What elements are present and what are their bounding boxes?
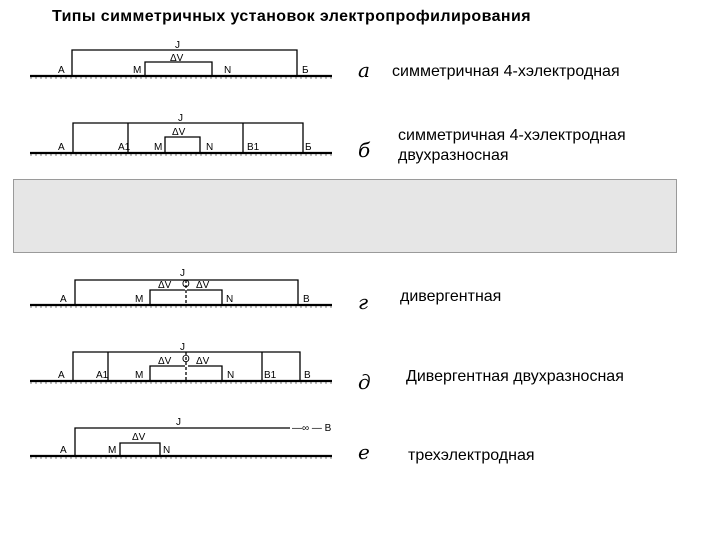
diagram-g xyxy=(30,279,332,308)
gray-placeholder-panel xyxy=(13,179,677,253)
page-title: Типы симметричных установок электропрофи… xyxy=(52,8,531,25)
row-label-e: трехэлектродная xyxy=(408,447,535,464)
current-label-d: J xyxy=(180,342,185,353)
diagram-a-labels: J ΔV A M N Б xyxy=(58,40,309,76)
current-circuit-a xyxy=(71,49,298,76)
potential-circuit-right-g xyxy=(187,289,223,305)
electrode-label: A xyxy=(58,65,65,76)
row-label-a: симметричная 4-хэлектродная xyxy=(392,63,620,80)
diagram-b xyxy=(30,122,332,156)
current-label-g: J xyxy=(180,268,185,279)
voltage-label-d-left: ΔV xyxy=(158,356,172,367)
current-label-e: J xyxy=(176,417,181,428)
diagram-g-labels: J ΔV ΔV A M O N B xyxy=(60,268,310,305)
voltage-label-d-right: ΔV xyxy=(196,356,210,367)
electrode-label: A xyxy=(58,370,65,381)
electrode-label: M xyxy=(135,370,143,381)
row-letter-b: б xyxy=(358,138,371,162)
row-letter-e: е xyxy=(358,440,370,464)
electrode-label: M xyxy=(133,65,141,76)
electrode-label: A1 xyxy=(96,370,109,381)
current-circuit-e xyxy=(74,427,290,456)
current-label-b: J xyxy=(178,113,183,124)
voltage-label-g-left: ΔV xyxy=(158,280,172,291)
diagram-e xyxy=(30,427,332,459)
electrode-label: B xyxy=(304,370,311,381)
electrode-label: M xyxy=(108,445,116,456)
voltage-label-g-right: ΔV xyxy=(196,280,210,291)
electrode-label: N xyxy=(226,294,233,305)
row-label-d: Дивергентная двухразносная xyxy=(406,368,624,385)
diagram-e-labels: J ΔV A M N —∞ — B xyxy=(60,417,332,456)
electrode-label: N xyxy=(227,370,234,381)
potential-circuit-b xyxy=(164,136,201,153)
row-label-b-line1: симметричная 4-хэлектродная xyxy=(398,127,626,144)
electrode-label: N xyxy=(224,65,231,76)
voltage-label-e: ΔV xyxy=(132,432,146,443)
potential-circuit-left-g xyxy=(149,289,185,305)
diagram-a xyxy=(30,49,332,79)
row-letter-a: а xyxy=(358,58,370,82)
diagram-b-labels: J ΔV A A1 M N B1 Б xyxy=(58,113,312,153)
electrode-label: Б xyxy=(302,65,309,76)
electrode-label: A xyxy=(58,142,65,153)
row-letter-g: г xyxy=(358,290,369,314)
electrode-label: O xyxy=(182,279,190,290)
electrode-label: B1 xyxy=(264,370,277,381)
electrode-label: A xyxy=(60,294,67,305)
row-label-g: дивергентная xyxy=(400,288,502,305)
potential-circuit-a xyxy=(144,61,213,76)
voltage-label-b: ΔV xyxy=(172,127,186,138)
electrode-label: M xyxy=(135,294,143,305)
current-label-a: J xyxy=(175,40,180,51)
electrode-label: Б xyxy=(305,142,312,153)
potential-circuit-right-d xyxy=(188,365,223,381)
diagram-d xyxy=(30,351,332,384)
potential-circuit-e xyxy=(119,442,161,456)
electrode-label: A1 xyxy=(118,142,131,153)
electrode-label: N xyxy=(163,445,170,456)
potential-circuit-left-d xyxy=(149,365,185,381)
electrode-label: B xyxy=(303,294,310,305)
voltage-label-a: ΔV xyxy=(170,53,184,64)
electrode-label: B1 xyxy=(247,142,260,153)
electrode-label: N xyxy=(206,142,213,153)
infinity-electrode-label: —∞ — B xyxy=(292,423,332,434)
row-label-b-line2: двухразносная xyxy=(398,147,509,164)
diagram-d-labels: J ΔV ΔV A A1 M O N B1 B xyxy=(58,342,311,381)
electrode-label: O xyxy=(182,354,190,365)
row-letter-d: д xyxy=(358,370,371,394)
electrode-label: A xyxy=(60,445,67,456)
electrode-label: M xyxy=(154,142,162,153)
outer-current-circuit-b xyxy=(72,122,304,153)
